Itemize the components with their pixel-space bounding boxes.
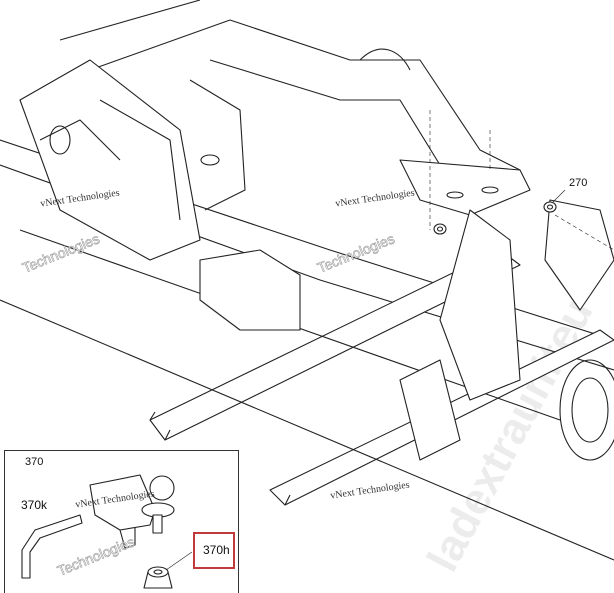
nut [433,223,447,235]
callout-370h[interactable]: 370h [203,543,230,557]
nut-370h [143,551,193,589]
callout-370k[interactable]: 370k [21,498,48,512]
hitch-ball-mount [89,474,175,549]
nut-270 [543,201,557,213]
callout-270[interactable]: 270 [569,177,588,189]
highlight-box [193,532,235,569]
callout-370[interactable]: 370 [25,456,44,468]
inset-detail-box [4,450,239,593]
hitch-pin-370k [21,514,83,579]
